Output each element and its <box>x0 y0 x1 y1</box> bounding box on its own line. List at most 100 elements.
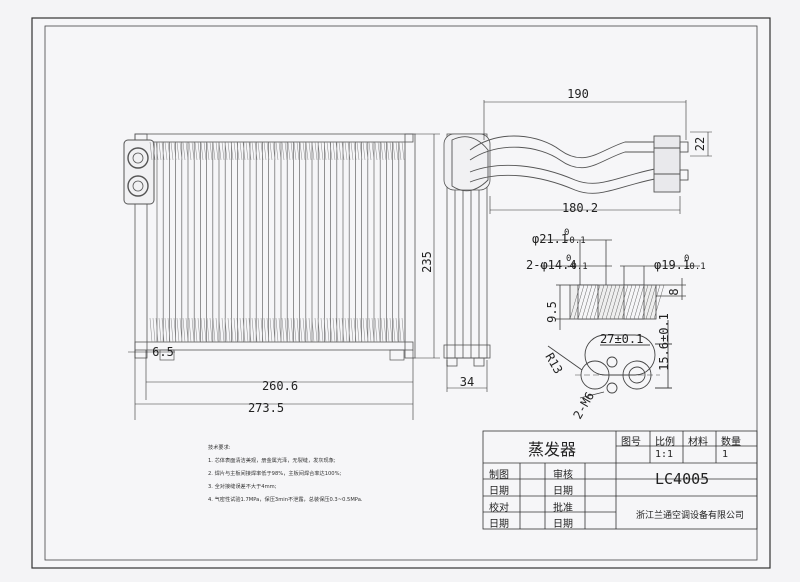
fin-hatch <box>230 317 234 343</box>
fin-hatch <box>200 141 204 161</box>
fin-hatch <box>251 141 255 161</box>
dim-offset: 6.5 <box>152 345 174 359</box>
fin-hatch <box>224 317 228 343</box>
fin-hatch <box>173 141 177 161</box>
fin-hatch <box>269 317 273 343</box>
fin-hatch <box>215 141 219 161</box>
fin-hatch <box>164 141 168 161</box>
part-name: 蒸发器 <box>528 440 577 459</box>
fin-hatch <box>380 317 384 343</box>
fin-hatch <box>251 317 255 343</box>
dim-c27: 27±0.1 <box>600 332 643 346</box>
fin-hatch <box>296 141 300 161</box>
fin-hatch <box>194 317 198 343</box>
fin-hatch <box>209 317 213 343</box>
fin-hatch <box>356 141 360 161</box>
fin-hatch <box>311 141 315 161</box>
fin-hatch <box>386 317 390 343</box>
label-approve: 批准 <box>553 503 573 514</box>
fin-hatch <box>260 317 264 343</box>
fin-hatch <box>314 141 318 161</box>
fin-hatch <box>272 141 276 161</box>
fin-hatch <box>344 141 348 161</box>
label-review: 审核 <box>553 470 573 481</box>
fin-hatch <box>383 141 387 161</box>
fin-hatch <box>356 317 360 343</box>
fin-hatch <box>296 317 300 343</box>
fin-hatch <box>335 141 339 161</box>
flange-section <box>540 239 700 330</box>
fin-hatch <box>353 141 357 161</box>
dim-d3: φ19.1 <box>654 258 690 272</box>
label-check: 校对 <box>489 503 509 514</box>
fin-hatch <box>194 141 198 161</box>
fin-hatch <box>374 141 378 161</box>
fin-hatch <box>338 317 342 343</box>
fin-hatch <box>338 141 342 161</box>
fin-hatch <box>242 141 246 161</box>
fin-hatch <box>230 141 234 161</box>
dim-d2: 2-φ14.4 <box>526 258 577 272</box>
fin-hatch <box>362 141 366 161</box>
fin-hatch <box>176 141 180 161</box>
fin-hatch <box>191 141 195 161</box>
fin-hatch <box>182 317 186 343</box>
label-date: 日期 <box>553 519 573 530</box>
fin-hatch <box>323 141 327 161</box>
header-material: 材料 <box>688 437 708 448</box>
fin-hatch <box>176 317 180 343</box>
fin-hatch <box>278 141 282 161</box>
fin-hatch <box>347 141 351 161</box>
fin-hatch <box>320 141 324 161</box>
front-dimensions <box>128 133 440 420</box>
fin-hatch <box>395 141 399 161</box>
fin-hatch <box>332 317 336 343</box>
fin-hatch <box>308 141 312 161</box>
fin-hatch <box>158 317 162 343</box>
fin-hatch <box>233 141 237 161</box>
fin-hatch <box>326 317 330 343</box>
fin-hatch <box>290 317 294 343</box>
fin-hatch <box>323 317 327 343</box>
fin-hatch <box>368 317 372 343</box>
fin-hatch <box>371 317 375 343</box>
fin-hatch <box>344 317 348 343</box>
fin-hatch <box>332 141 336 161</box>
fin-hatch <box>389 141 393 161</box>
fin-hatch <box>353 317 357 343</box>
qty-value: 1 <box>722 449 729 460</box>
fin-hatch <box>299 141 303 161</box>
fin-hatch <box>365 317 369 343</box>
fin-hatch <box>341 141 345 161</box>
fin-hatch <box>329 317 333 343</box>
dim-core-width: 260.6 <box>262 379 298 393</box>
fin-hatch <box>380 141 384 161</box>
fin-hatch <box>383 317 387 343</box>
fin-hatch <box>185 141 189 161</box>
dim-core-height: 235 <box>420 251 434 273</box>
fin-hatch <box>305 317 309 343</box>
note-line: 1. 芯体表面清洁美观，册金属光泽，无裂缝，发灰现象; <box>208 458 336 464</box>
front-view <box>123 133 416 361</box>
fin-hatch <box>308 317 312 343</box>
fin-hatch <box>254 317 258 343</box>
note-line: 4. 气密性试验1.7MPa，保压3min不泄露，总装保压0.3~0.5MPa. <box>208 497 363 503</box>
fin-hatch <box>257 317 261 343</box>
fin-hatch <box>398 141 402 161</box>
dim-depth: 34 <box>460 375 474 389</box>
fin-hatch <box>275 317 279 343</box>
fin-hatch <box>188 141 192 161</box>
fin-hatch <box>368 141 372 161</box>
fin-hatch <box>398 317 402 343</box>
side-view <box>443 133 491 367</box>
fin-hatch <box>155 141 159 161</box>
fin-hatch <box>272 317 276 343</box>
fin-hatch <box>203 141 207 161</box>
fin-hatch <box>263 141 267 161</box>
fin-hatch <box>233 317 237 343</box>
fin-hatch <box>149 317 153 343</box>
fin-hatch <box>377 141 381 161</box>
fin-hatch <box>197 317 201 343</box>
title-block <box>482 430 758 530</box>
fin-hatch <box>236 317 240 343</box>
